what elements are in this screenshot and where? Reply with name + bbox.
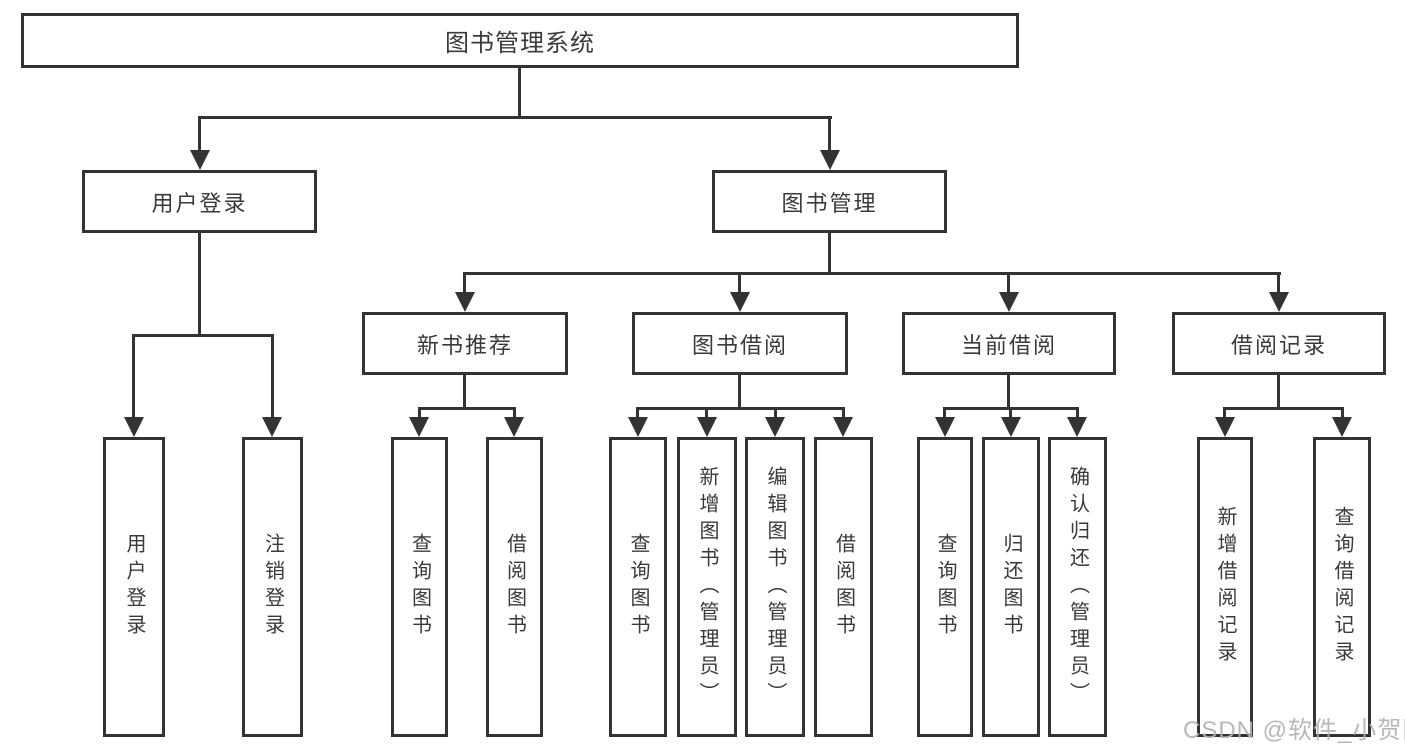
connector-current-vline xyxy=(1007,375,1010,409)
leaf-return-book: 归还图书 xyxy=(982,437,1040,737)
arrow-down-icon xyxy=(190,150,210,170)
leaf-borrow-books-recommend: 借阅图书 xyxy=(486,437,543,737)
connector-userlogin-shaft xyxy=(198,116,201,156)
leaf-edit-book-admin: 编辑图书（管理员） xyxy=(745,437,805,737)
leaf-query-books-borrow: 查询图书 xyxy=(609,437,667,737)
connector-recommend-hbar xyxy=(418,407,516,410)
leaf-logout: 注销登录 xyxy=(242,437,303,737)
arrow-down-icon xyxy=(1067,417,1087,437)
arrow-down-icon xyxy=(124,417,144,437)
connector-leaf-shaft xyxy=(842,407,845,423)
connector-l3-shaft xyxy=(738,272,741,296)
leaf-user-login: 用户登录 xyxy=(103,437,165,737)
leaf-query-books-recommend: 查询图书 xyxy=(391,437,448,737)
node-borrow-records: 借阅记录 xyxy=(1172,312,1386,375)
arrow-down-icon xyxy=(935,417,955,437)
arrow-down-icon xyxy=(765,417,785,437)
node-user-login: 用户登录 xyxy=(82,170,317,233)
leaf-borrow-books: 借阅图书 xyxy=(814,437,873,737)
arrow-down-icon xyxy=(504,417,524,437)
leaf-query-borrow-record: 查询借阅记录 xyxy=(1313,437,1371,737)
connector-userlogin-hbar xyxy=(132,334,274,337)
csdn-watermark: CSDN @软件_小贺同学 xyxy=(1183,717,1405,744)
arrow-down-icon xyxy=(262,417,282,437)
connector-records-vline xyxy=(1277,375,1280,409)
connector-level1-hbar xyxy=(198,116,832,119)
leaf-query-books-current: 查询图书 xyxy=(917,437,973,737)
connector-leaf-shaft xyxy=(705,407,708,423)
arrow-down-icon xyxy=(1215,417,1235,437)
connector-userlogin-vline xyxy=(198,233,201,337)
leaf-add-book-admin: 新增图书（管理员） xyxy=(677,437,737,737)
connector-borrow-vline xyxy=(738,375,741,409)
connector-leaf-shaft xyxy=(774,407,777,423)
arrow-down-icon xyxy=(628,417,648,437)
connector-bookmgmt-shaft xyxy=(828,116,831,156)
node-book-management: 图书管理 xyxy=(712,170,947,233)
connector-records-hbar xyxy=(1223,407,1344,410)
arrow-down-icon xyxy=(697,417,717,437)
connector-borrow-hbar xyxy=(636,407,845,410)
node-new-book-recommend: 新书推荐 xyxy=(362,312,568,375)
connector-root-vline xyxy=(518,68,521,119)
arrow-down-icon xyxy=(999,292,1019,312)
connector-leaf-shaft xyxy=(636,407,639,423)
connector-recommend-vline xyxy=(463,375,466,409)
arrow-down-icon xyxy=(1269,292,1289,312)
arrow-down-icon xyxy=(455,292,475,312)
connector-leaf-shaft xyxy=(418,407,421,423)
arrow-down-icon xyxy=(833,417,853,437)
arrow-down-icon xyxy=(409,417,429,437)
arrow-down-icon xyxy=(1332,417,1352,437)
node-library-system: 图书管理系统 xyxy=(21,13,1019,68)
connector-bookmgmt-vline xyxy=(828,233,831,274)
connector-leaf-shaft xyxy=(1341,407,1344,423)
connector-l3-shaft xyxy=(1007,272,1010,296)
connector-leaf-shaft xyxy=(1009,407,1012,423)
leaf-add-borrow-record: 新增借阅记录 xyxy=(1197,437,1253,737)
connector-leaf-shaft xyxy=(943,407,946,423)
node-book-borrow: 图书借阅 xyxy=(632,312,848,375)
connector-leaf-shaft xyxy=(271,334,274,421)
arrow-down-icon xyxy=(730,292,750,312)
arrow-down-icon xyxy=(1001,417,1021,437)
connector-leaf-shaft xyxy=(1076,407,1079,423)
arrow-down-icon xyxy=(820,150,840,170)
connector-leaf-shaft xyxy=(513,407,516,423)
connector-level3-hbar xyxy=(463,272,1281,275)
connector-l3-shaft xyxy=(463,272,466,296)
connector-leaf-shaft xyxy=(1223,407,1226,423)
connector-leaf-shaft xyxy=(132,334,135,421)
connector-l3-shaft xyxy=(1277,272,1280,296)
leaf-confirm-return-admin: 确认归还（管理员） xyxy=(1048,437,1107,737)
node-current-borrow: 当前借阅 xyxy=(902,312,1116,375)
